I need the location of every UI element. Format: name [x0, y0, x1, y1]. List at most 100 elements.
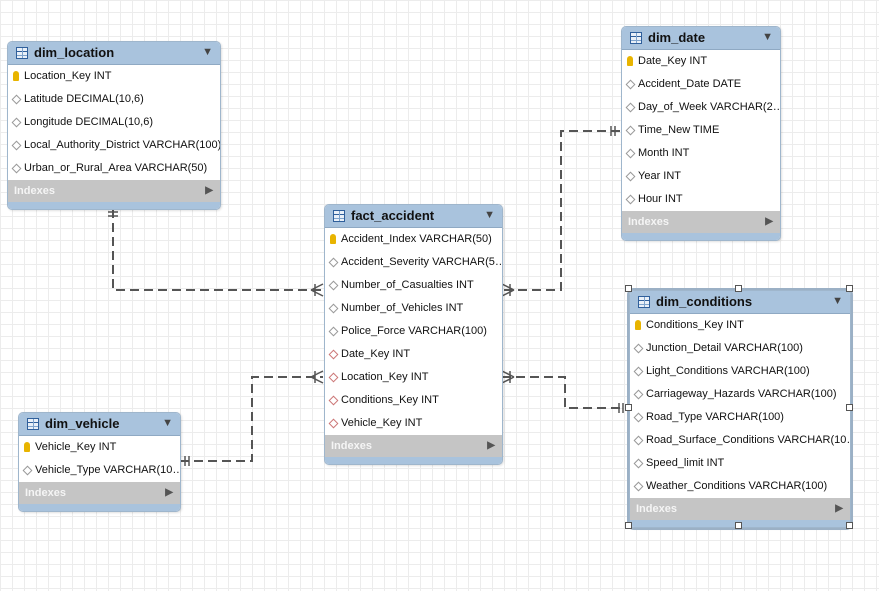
resize-handle-bottom-right[interactable]: [846, 522, 853, 529]
expand-arrow-icon[interactable]: ▶: [205, 185, 213, 196]
column-row[interactable]: Conditions_Key INT: [630, 314, 850, 337]
table-dim-date[interactable]: dim_date ▼ Date_Key INT Accident_Date DA…: [621, 26, 781, 241]
column-row[interactable]: Latitude DECIMAL(10,6): [8, 88, 220, 111]
attribute-icon: [328, 326, 339, 337]
primary-key-icon: [330, 234, 336, 244]
column-row[interactable]: Date_Key INT: [622, 50, 780, 73]
column-row[interactable]: Vehicle_Key INT: [325, 412, 502, 435]
column-label: Urban_or_Rural_Area VARCHAR(50): [24, 162, 208, 174]
column-label: Vehicle_Key INT: [35, 441, 117, 453]
column-row[interactable]: Police_Force VARCHAR(100): [325, 320, 502, 343]
resize-handle-right[interactable]: [846, 404, 853, 411]
column-row[interactable]: Road_Surface_Conditions VARCHAR(10…: [630, 429, 850, 452]
resize-handle-bottom[interactable]: [735, 522, 742, 529]
table-dim-vehicle[interactable]: dim_vehicle ▼ Vehicle_Key INT Vehicle_Ty…: [18, 412, 181, 512]
column-row[interactable]: Junction_Detail VARCHAR(100): [630, 337, 850, 360]
column-row[interactable]: Light_Conditions VARCHAR(100): [630, 360, 850, 383]
table-header[interactable]: dim_date ▼: [622, 27, 780, 50]
column-label: Hour INT: [638, 193, 683, 205]
resize-handle-bottom-left[interactable]: [625, 522, 632, 529]
collapse-arrow-icon[interactable]: ▼: [832, 295, 843, 307]
indexes-section[interactable]: Indexes▶: [325, 435, 502, 457]
attribute-icon: [625, 125, 636, 136]
attribute-icon: [328, 257, 339, 268]
table-header[interactable]: dim_vehicle ▼: [19, 413, 180, 436]
column-row[interactable]: Carriageway_Hazards VARCHAR(100): [630, 383, 850, 406]
column-row[interactable]: Vehicle_Key INT: [19, 436, 180, 459]
column-row[interactable]: Local_Authority_District VARCHAR(100): [8, 134, 220, 157]
relationship-vehicle-fact[interactable]: [180, 376, 323, 462]
expand-arrow-icon[interactable]: ▶: [165, 487, 173, 498]
attribute-icon: [633, 412, 644, 423]
column-row[interactable]: Urban_or_Rural_Area VARCHAR(50): [8, 157, 220, 180]
relationship-conditions-fact[interactable]: [502, 376, 628, 409]
column-row[interactable]: Date_Key INT: [325, 343, 502, 366]
collapse-arrow-icon[interactable]: ▼: [484, 209, 495, 221]
expand-arrow-icon[interactable]: ▶: [835, 503, 843, 514]
attribute-icon: [328, 280, 339, 291]
table-header[interactable]: dim_location ▼: [8, 42, 220, 65]
resize-handle-top[interactable]: [735, 285, 742, 292]
primary-key-icon: [635, 320, 641, 330]
table-fact-accident[interactable]: fact_accident ▼ Accident_Index VARCHAR(5…: [324, 204, 503, 465]
table-dim-location[interactable]: dim_location ▼ Location_Key INT Latitude…: [7, 41, 221, 210]
column-row[interactable]: Conditions_Key INT: [325, 389, 502, 412]
indexes-section[interactable]: Indexes ▶: [19, 482, 180, 504]
column-row[interactable]: Vehicle_Type VARCHAR(10…: [19, 459, 180, 482]
indexes-section[interactable]: Indexes▶: [622, 211, 780, 233]
collapse-arrow-icon[interactable]: ▼: [162, 417, 173, 429]
relationship-date-fact[interactable]: [502, 130, 620, 291]
attribute-icon: [633, 366, 644, 377]
attribute-icon: [633, 435, 644, 446]
resize-handle-top-right[interactable]: [846, 285, 853, 292]
column-label: Speed_limit INT: [646, 457, 725, 469]
column-row[interactable]: Time_New TIME: [622, 119, 780, 142]
column-label: Date_Key INT: [638, 55, 708, 67]
table-title: fact_accident: [351, 208, 435, 223]
column-row[interactable]: Accident_Severity VARCHAR(5…: [325, 251, 502, 274]
resize-handle-left[interactable]: [625, 404, 632, 411]
column-row[interactable]: Road_Type VARCHAR(100): [630, 406, 850, 429]
column-row[interactable]: Day_of_Week VARCHAR(2…: [622, 96, 780, 119]
attribute-icon: [625, 171, 636, 182]
column-label: Month INT: [638, 147, 690, 159]
indexes-section[interactable]: Indexes▶: [630, 498, 850, 520]
column-row[interactable]: Month INT: [622, 142, 780, 165]
attribute-icon: [11, 117, 22, 128]
attribute-icon: [625, 148, 636, 159]
column-label: Time_New TIME: [638, 124, 720, 136]
column-row[interactable]: Weather_Conditions VARCHAR(100): [630, 475, 850, 498]
resize-handle-top-left[interactable]: [625, 285, 632, 292]
column-label: Conditions_Key INT: [646, 319, 744, 331]
indexes-label: Indexes: [25, 487, 66, 499]
column-row[interactable]: Accident_Date DATE: [622, 73, 780, 96]
column-row[interactable]: Number_of_Casualties INT: [325, 274, 502, 297]
attribute-icon: [11, 94, 22, 105]
table-dim-conditions[interactable]: dim_conditions ▼ Conditions_Key INT Junc…: [627, 288, 853, 530]
expand-arrow-icon[interactable]: ▶: [765, 216, 773, 227]
foreign-key-icon: [328, 395, 339, 406]
column-row[interactable]: Year INT: [622, 165, 780, 188]
attribute-icon: [633, 343, 644, 354]
expand-arrow-icon[interactable]: ▶: [487, 440, 495, 451]
column-row[interactable]: Accident_Index VARCHAR(50): [325, 228, 502, 251]
column-row[interactable]: Hour INT: [622, 188, 780, 211]
table-header[interactable]: fact_accident ▼: [325, 205, 502, 228]
attribute-icon: [11, 140, 22, 151]
indexes-section[interactable]: Indexes▶: [8, 180, 220, 202]
attribute-icon: [625, 102, 636, 113]
column-label: Carriageway_Hazards VARCHAR(100): [646, 388, 837, 400]
collapse-arrow-icon[interactable]: ▼: [202, 46, 213, 58]
attribute-icon: [625, 79, 636, 90]
table-icon: [638, 296, 650, 308]
primary-key-icon: [13, 71, 19, 81]
column-label: Location_Key INT: [24, 70, 112, 82]
relationship-location-fact[interactable]: [112, 209, 323, 291]
column-row[interactable]: Number_of_Vehicles INT: [325, 297, 502, 320]
column-row[interactable]: Location_Key INT: [8, 65, 220, 88]
column-row[interactable]: Location_Key INT: [325, 366, 502, 389]
collapse-arrow-icon[interactable]: ▼: [762, 31, 773, 43]
column-row[interactable]: Longitude DECIMAL(10,6): [8, 111, 220, 134]
table-header[interactable]: dim_conditions ▼: [630, 291, 850, 314]
column-row[interactable]: Speed_limit INT: [630, 452, 850, 475]
